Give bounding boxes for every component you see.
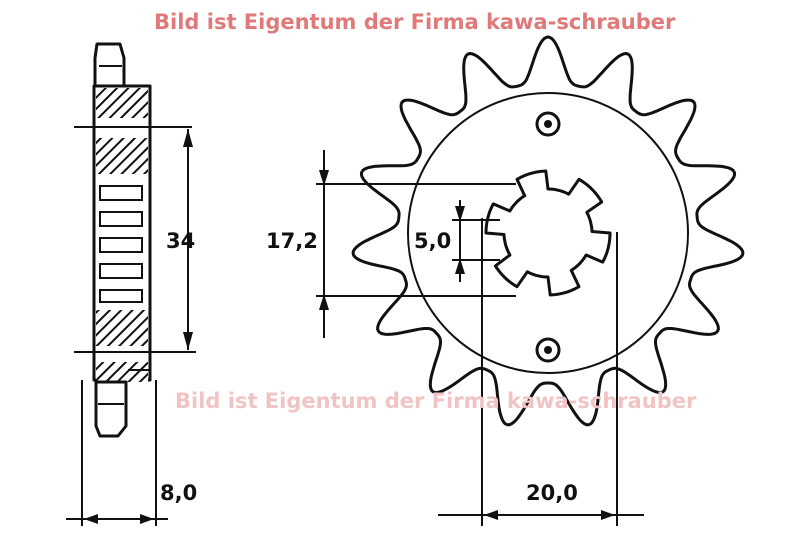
dimension-thickness-label: 8,0	[160, 481, 197, 505]
dimension-bolt-spacing-label: 20,0	[526, 481, 578, 505]
hatch-section-1	[96, 88, 148, 118]
dimension-bolt-spacing: 20,0	[438, 218, 644, 526]
dimension-spline-width-label: 5,0	[414, 229, 451, 253]
watermark-top: Bild ist Eigentum der Firma kawa-schraub…	[154, 10, 676, 34]
dimension-thickness: 8,0	[66, 380, 197, 526]
dimension-spline-width: 5,0	[414, 200, 500, 282]
sprocket-front-view	[351, 35, 745, 427]
bolt-hole-bottom	[535, 337, 561, 363]
pitch-circle	[407, 92, 689, 374]
hatch-section-4	[96, 362, 148, 382]
dimension-spline-diameter: 17,2	[266, 150, 516, 338]
dimension-hub-diameter-label: 34	[166, 229, 195, 253]
bolt-hole-top	[535, 111, 561, 137]
dimension-spline-diameter-label: 17,2	[266, 229, 318, 253]
hatch-section-2	[96, 138, 148, 174]
hatch-section-3	[96, 310, 148, 346]
dimension-hub-diameter: 34	[74, 126, 196, 353]
spline-hub-outline	[484, 169, 612, 297]
sprocket-side-view	[92, 42, 152, 438]
sprocket-outline	[351, 35, 745, 427]
watermark-middle: Bild ist Eigentum der Firma kawa-schraub…	[175, 389, 697, 413]
